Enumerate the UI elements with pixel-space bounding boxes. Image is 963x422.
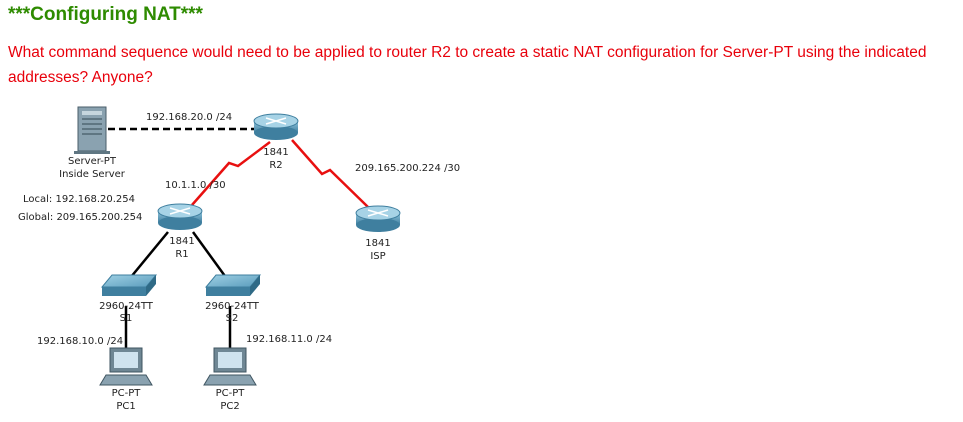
pc1-name-label: PC1 bbox=[116, 401, 135, 412]
server-global-address: Global: 209.165.200.254 bbox=[18, 212, 142, 223]
pc2-type-label: PC-PT bbox=[216, 388, 246, 399]
link-r2-isp-serial bbox=[291, 139, 370, 209]
router-r1-name: R1 bbox=[175, 249, 188, 260]
router-r2-model: 1841 bbox=[263, 147, 288, 158]
links bbox=[108, 127, 370, 353]
network-label-server-r2: 192.168.20.0 /24 bbox=[146, 112, 232, 123]
pc1-type-label: PC-PT bbox=[112, 388, 142, 399]
link-r2-r1-serial bbox=[191, 141, 271, 206]
server-type-label: Server-PT bbox=[68, 156, 117, 167]
server-pt-icon bbox=[74, 106, 110, 154]
router-isp-icon bbox=[355, 205, 401, 232]
switch-s1-model: 2960-24TT bbox=[99, 301, 154, 312]
network-label-s2-pc2: 192.168.11.0 /24 bbox=[246, 334, 332, 345]
pc-pc1-icon bbox=[99, 347, 153, 386]
network-label-r2-isp: 209.165.200.224 /30 bbox=[355, 163, 460, 174]
server-local-address: Local: 192.168.20.254 bbox=[23, 194, 135, 205]
router-r2-name: R2 bbox=[269, 160, 282, 171]
page-title: ***Configuring NAT*** bbox=[8, 4, 203, 25]
router-isp-model: 1841 bbox=[365, 238, 390, 249]
router-r2-icon bbox=[253, 113, 299, 140]
switch-s1-name: S1 bbox=[120, 313, 133, 324]
router-r1-icon bbox=[157, 203, 203, 230]
switch-s2-icon bbox=[204, 274, 262, 296]
switch-s2-model: 2960-24TT bbox=[205, 301, 260, 312]
router-isp-name: ISP bbox=[370, 251, 385, 262]
server-name-label: Inside Server bbox=[59, 169, 126, 180]
question-text: What command sequence would need to be a… bbox=[8, 44, 927, 86]
network-label-s1-pc1: 192.168.10.0 /24 bbox=[37, 336, 123, 347]
network-label-r1-r2: 10.1.1.0 /30 bbox=[165, 180, 226, 191]
switch-s1-icon bbox=[100, 274, 158, 296]
pc-pc2-icon bbox=[203, 347, 257, 386]
router-r1-model: 1841 bbox=[169, 236, 194, 247]
switch-s2-name: S2 bbox=[226, 313, 239, 324]
pc2-name-label: PC2 bbox=[220, 401, 239, 412]
